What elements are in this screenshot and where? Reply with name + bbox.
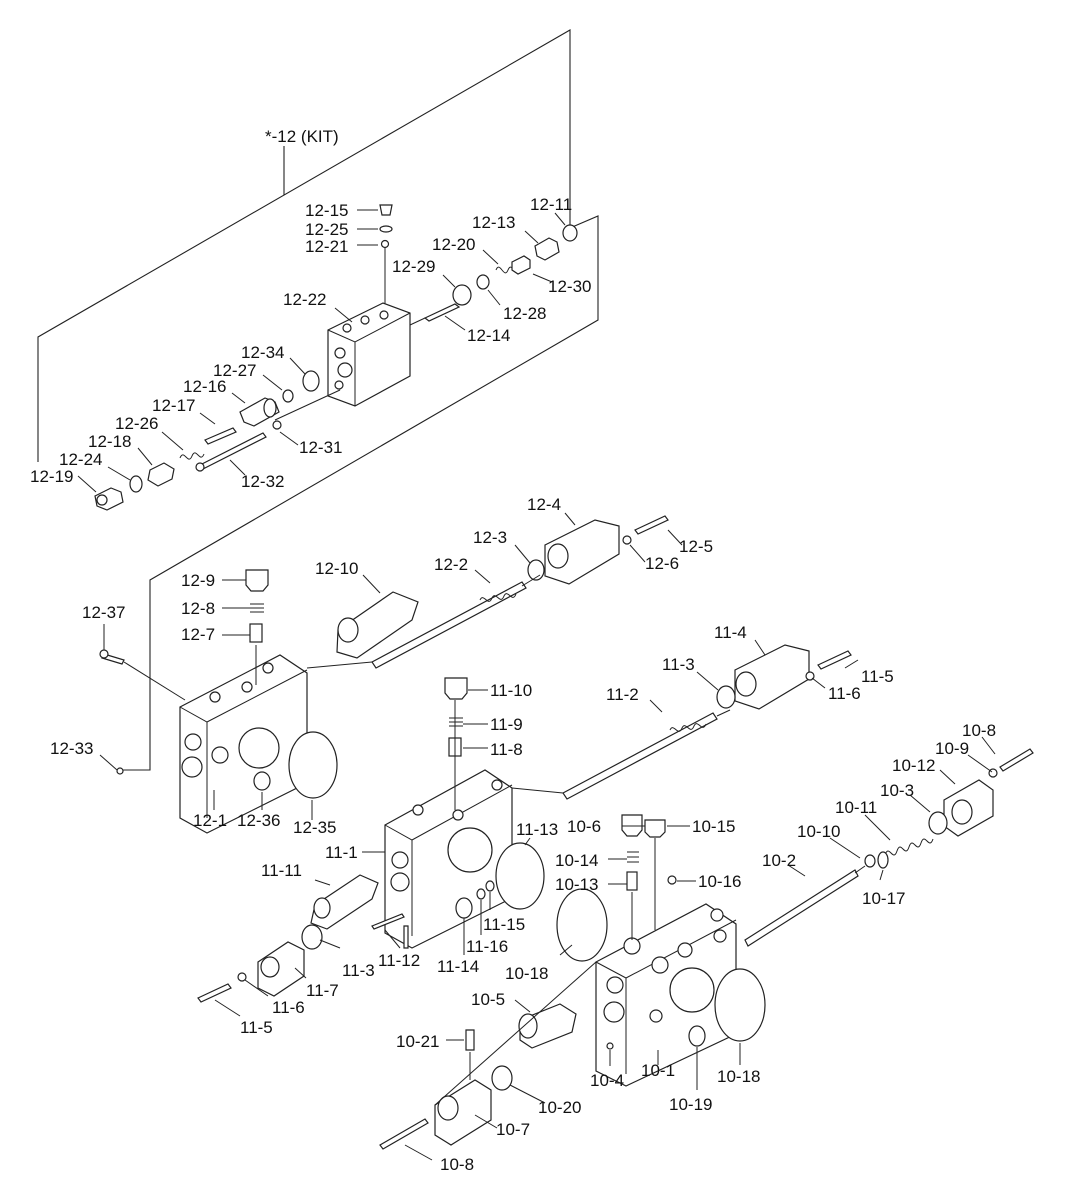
label-11-6: 11-6 [828,684,861,703]
leader-lines [77,209,996,1161]
label-12-4: 12-4 [527,495,561,514]
label-10-2: 10-2 [762,851,796,870]
label-11-2: 11-2 [606,685,639,704]
label-12-29: 12-29 [392,257,435,276]
label-12-17: 12-17 [152,396,195,415]
label-11-14: 11-14 [437,957,479,976]
label-10-21: 10-21 [396,1032,439,1051]
label-10-17: 10-17 [862,889,905,908]
label-10-5: 10-5 [471,990,505,1009]
label-12-32: 12-32 [241,472,284,491]
label-12-6: 12-6 [645,554,679,573]
label-11-4: 11-4 [714,623,747,642]
label-12-10: 12-10 [315,559,358,578]
label-12-26: 12-26 [115,414,158,433]
kit-boundary [37,29,599,771]
label-12-3: 12-3 [473,528,507,547]
label-10-19: 10-19 [669,1095,712,1114]
label-12-37: 12-37 [82,603,125,622]
label-10-1: 10-1 [641,1061,675,1080]
label-12-9: 12-9 [181,571,215,590]
section-11-parts [197,644,852,1003]
label-10-3: 10-3 [880,781,914,800]
label-10-7: 10-7 [496,1120,530,1139]
label-10-13: 10-13 [555,875,598,894]
label-12-11: 12-11 [530,195,572,214]
label-12-16: 12-16 [183,377,226,396]
label-12-8: 12-8 [181,599,215,618]
assembly-lines [255,389,866,1106]
label-10-11: 10-11 [835,798,877,817]
label-11-5b: 11-5 [240,1018,273,1037]
label-10-14: 10-14 [555,851,598,870]
label-11-3b: 11-3 [342,961,375,980]
label-11-8: 11-8 [490,740,523,759]
label-10-15: 10-15 [692,817,735,836]
label-12-5: 12-5 [679,537,713,556]
label-12-25: 12-25 [305,220,348,239]
label-10-8b: 10-8 [440,1155,474,1174]
label-11-5: 11-5 [861,667,894,686]
label-11-10: 11-10 [490,681,532,700]
label-11-16: 11-16 [466,937,508,956]
label-12-31: 12-31 [299,438,342,457]
label-11-1: 11-1 [325,843,358,862]
label-12-24: 12-24 [59,450,102,469]
label-12-33: 12-33 [50,739,93,758]
part-labels: 12-15 12-25 12-21 12-11 12-13 12-20 12-2… [30,195,996,1174]
label-12-35: 12-35 [293,818,336,837]
label-12-20: 12-20 [432,235,475,254]
label-12-13: 12-13 [472,213,515,232]
label-10-6: 10-6 [567,817,601,836]
label-10-16: 10-16 [698,872,741,891]
label-12-19: 12-19 [30,467,73,486]
label-12-21: 12-21 [305,237,348,256]
label-12-36: 12-36 [237,811,280,830]
label-11-13: 11-13 [516,820,558,839]
label-11-7: 11-7 [306,981,339,1000]
label-11-6b: 11-6 [272,998,305,1017]
label-11-3: 11-3 [662,655,695,674]
label-10-8: 10-8 [962,721,996,740]
label-11-15: 11-15 [483,915,525,934]
label-12-2: 12-2 [434,555,468,574]
label-10-18: 10-18 [505,964,548,983]
label-12-14: 12-14 [467,326,510,345]
label-11-11: 11-11 [261,861,302,880]
label-12-30: 12-30 [548,277,591,296]
label-12-34: 12-34 [241,343,284,362]
label-10-10: 10-10 [797,822,840,841]
label-12-27: 12-27 [213,361,256,380]
label-10-4: 10-4 [590,1071,624,1090]
label-10-20: 10-20 [538,1098,581,1117]
label-10-9: 10-9 [935,739,969,758]
label-10-18b: 10-18 [717,1067,760,1086]
label-10-12: 10-12 [892,756,935,775]
label-12-1: 12-1 [193,811,227,830]
label-12-7: 12-7 [181,625,215,644]
section-10-parts [379,748,1034,1150]
label-12-22: 12-22 [283,290,326,309]
label-12-18: 12-18 [88,432,131,451]
label-11-9: 11-9 [490,715,523,734]
kit-label: *-12 (KIT) [265,127,339,146]
label-12-28: 12-28 [503,304,546,323]
section-12-body [99,515,669,834]
label-11-12: 11-12 [378,951,420,970]
section-12-parts [94,204,578,511]
label-12-15: 12-15 [305,201,348,220]
